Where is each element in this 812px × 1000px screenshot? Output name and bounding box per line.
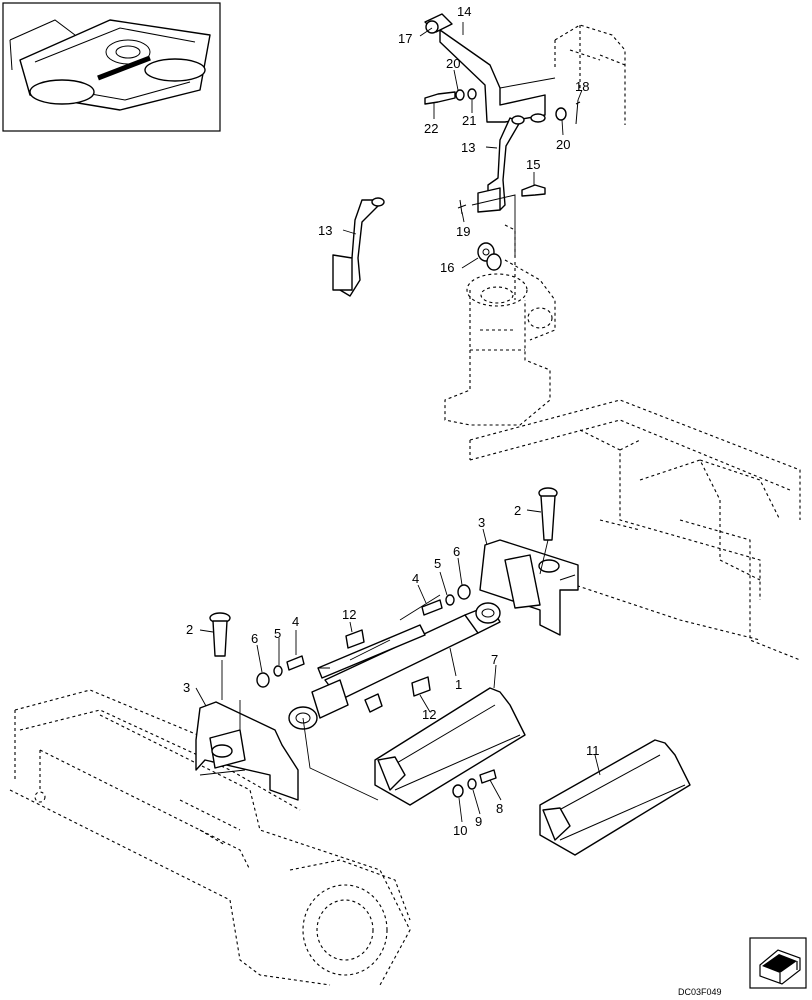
drawing-code: DC03F049 xyxy=(678,987,722,997)
ghost-frame-right xyxy=(469,399,801,661)
callout-3: 3 xyxy=(183,680,190,695)
callout-18: 18 xyxy=(575,79,589,94)
part-1-cylinder xyxy=(288,602,501,730)
callout-5: 5 xyxy=(274,626,281,641)
ghost-upper-frame xyxy=(554,24,626,125)
callout-2: 2 xyxy=(514,503,521,518)
callout-4: 4 xyxy=(412,571,419,586)
hardware-8-9-10 xyxy=(452,769,497,798)
part-7-cover xyxy=(374,687,526,806)
callout-16: 16 xyxy=(440,260,454,275)
callout-20: 20 xyxy=(556,137,570,152)
callout-21: 21 xyxy=(462,113,476,128)
callout-11: 11 xyxy=(586,743,600,758)
callout-6: 6 xyxy=(453,544,460,559)
callout-6: 6 xyxy=(251,631,258,646)
view-direction-icon xyxy=(749,937,807,989)
callout-2: 2 xyxy=(186,622,193,637)
callout-12: 12 xyxy=(422,707,436,722)
part-13-lever-upper xyxy=(477,115,525,213)
part-12-fittings xyxy=(345,629,431,697)
callout-9: 9 xyxy=(475,814,482,829)
callout-13: 13 xyxy=(318,223,332,238)
locator-inset xyxy=(2,2,221,132)
callout-17: 17 xyxy=(398,31,412,46)
part-14-pedal-lever xyxy=(439,29,556,123)
callout-22: 22 xyxy=(424,121,438,136)
callout-8: 8 xyxy=(496,801,503,816)
callout-10: 10 xyxy=(453,823,467,838)
callout-1: 1 xyxy=(455,677,462,692)
ghost-valve-housing xyxy=(444,224,556,426)
callout-3: 3 xyxy=(478,515,485,530)
callout-4: 4 xyxy=(292,614,299,629)
leader-lines xyxy=(195,22,601,823)
callout-5: 5 xyxy=(434,556,441,571)
part-11-cover xyxy=(539,739,691,856)
ghost-frame-lower xyxy=(9,689,411,986)
callout-13: 13 xyxy=(461,140,475,155)
callout-20: 20 xyxy=(446,56,460,71)
part-3-bracket-left xyxy=(195,701,299,801)
callout-15: 15 xyxy=(526,157,540,172)
part-16-link xyxy=(477,242,502,271)
hardware-4-5-6-right xyxy=(421,584,471,616)
callout-19: 19 xyxy=(456,224,470,239)
callout-14: 14 xyxy=(457,4,471,19)
callout-12: 12 xyxy=(342,607,356,622)
part-2-pin-right xyxy=(538,487,558,541)
hardware-4-5-6-left xyxy=(256,655,305,688)
callout-labels: 14 17 20 18 21 22 20 13 15 13 19 16 2 3 … xyxy=(183,4,600,838)
part-13-lever-left xyxy=(332,197,385,297)
hardware-upper xyxy=(424,88,581,255)
part-2-pin-left xyxy=(209,612,231,657)
part-3-bracket-right xyxy=(479,539,579,636)
callout-7: 7 xyxy=(491,652,498,667)
part-17-grip xyxy=(424,13,453,34)
